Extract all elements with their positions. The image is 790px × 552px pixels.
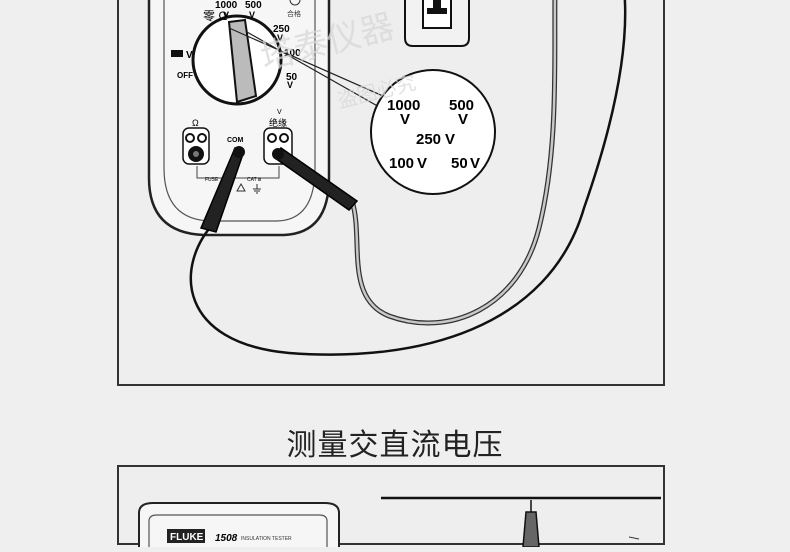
range-500-unit: V [249, 10, 255, 20]
model-label: 1508 [215, 533, 238, 544]
v-jack-label: V [277, 109, 282, 116]
dial-zoom-circle [370, 69, 496, 195]
range-500-label: 500 [245, 0, 262, 11]
v-jack-b[interactable] [279, 133, 289, 143]
ground-icon [253, 184, 261, 194]
zoom-1000-label: 1000 [387, 97, 420, 114]
range-100-label: 100 [284, 48, 301, 59]
zoom-100-label: 100 [389, 155, 414, 172]
zoom-250-unit: V [445, 131, 455, 148]
meter-top-inner [148, 514, 328, 547]
outlet-slot-bar [427, 8, 447, 14]
outlet-slot [433, 0, 441, 14]
range-1000-label: 1000 [215, 0, 238, 11]
range-50-label: 50 [286, 72, 298, 83]
brand-label: FLUKE [170, 532, 204, 543]
off-label: OFF [177, 71, 193, 80]
pass-label: 合格 [287, 9, 301, 18]
pass-indicator-icon [289, 0, 301, 6]
leader-line-bottom [246, 31, 382, 109]
zoom-100-unit: V [417, 155, 427, 172]
section-caption: 测量交直流电压 [286, 428, 504, 463]
black-probe-tip [233, 146, 245, 158]
ohm-jack-b[interactable] [197, 133, 207, 143]
ohm-jack-a[interactable] [185, 133, 195, 143]
meter-illustration: 零 Ω 1000 V 500 V 250 V 100 50 V V OFF 合格… [147, 0, 627, 356]
v-jack-a[interactable] [267, 133, 277, 143]
illustration-panel-voltage: 零 Ω 1000 V 500 V 250 V 100 50 V V OFF 合格… [117, 0, 665, 386]
cat-label: CAT Ⅲ [247, 177, 261, 183]
dial-v-label: V [186, 50, 193, 61]
zoom-50-label: 50 [451, 155, 468, 172]
warning-icon [236, 182, 246, 192]
insulation-jack-label: 绝缘 [269, 117, 287, 128]
gray-lead-wire [350, 0, 557, 325]
zoom-50-unit: V [470, 155, 480, 172]
probe-handle [522, 511, 540, 548]
bottom-illustration: FLUKE 1508 INSULATION TESTER [138, 496, 661, 548]
range-250-unit: V [277, 33, 283, 43]
illustration-panel-bottom: FLUKE 1508 INSULATION TESTER [117, 465, 665, 548]
black-lead-wire [189, 0, 627, 356]
battery-icon [171, 50, 183, 57]
fuse-label: FUSE [205, 177, 219, 183]
model-desc: INSULATION TESTER [241, 536, 292, 542]
zoom-1000-unit: V [400, 111, 410, 128]
leader-line-top [228, 27, 384, 97]
meter-body-inner [163, 0, 316, 222]
zoom-500-unit: V [458, 111, 468, 128]
zoom-250-label: 250 [416, 131, 441, 148]
probe-mark [628, 536, 640, 540]
zoom-500-label: 500 [449, 97, 474, 114]
range-50-unit: V [287, 80, 293, 90]
zero-ohm-label: 零 Ω [203, 9, 227, 23]
range-250-label: 250 [273, 24, 290, 35]
ohm-jack-center [193, 151, 199, 157]
dial-pointer [227, 18, 258, 104]
ohm-jack-label: Ω [192, 118, 199, 128]
range-1000-unit: V [223, 10, 229, 20]
jack-bracket [196, 166, 280, 179]
gray-probe-tip [272, 148, 284, 160]
com-jack-label: COM [227, 137, 244, 144]
